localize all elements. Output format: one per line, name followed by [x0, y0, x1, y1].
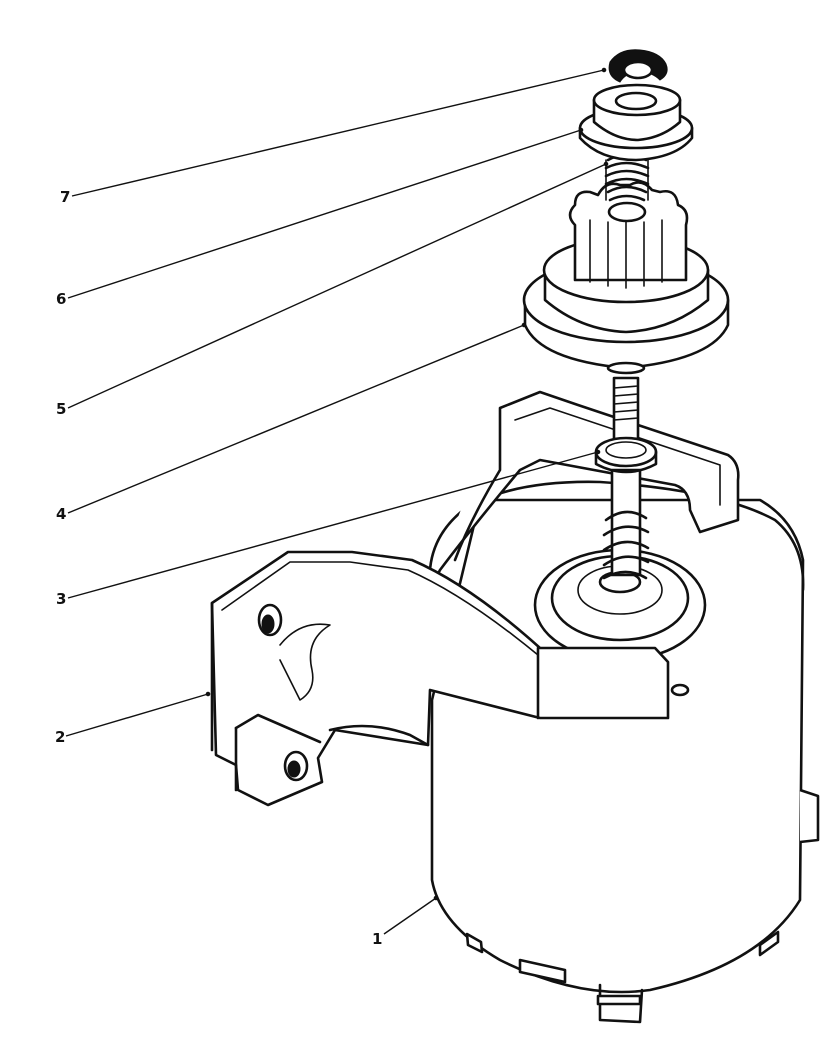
- leader-lines: [65, 67, 609, 935]
- leader-1: [383, 897, 437, 935]
- callout-labels: 1 2 3 4 5 6 7: [55, 188, 382, 948]
- callout-5: 5: [56, 400, 66, 418]
- leader-6: [67, 129, 582, 299]
- spring-retainer: [578, 83, 694, 162]
- leader-2: [65, 693, 209, 737]
- motor-housing: [428, 480, 820, 1024]
- retaining-ring: [608, 49, 668, 83]
- callout-6: 6: [56, 290, 66, 308]
- leader-3: [67, 451, 599, 599]
- callout-3: 3: [56, 590, 66, 608]
- washer: [594, 436, 658, 474]
- leader-7: [71, 69, 605, 197]
- leader-4: [67, 324, 525, 514]
- callout-2: 2: [55, 728, 65, 746]
- callout-1: 1: [372, 930, 382, 948]
- mounting-bracket: [210, 390, 740, 807]
- callout-4: 4: [56, 505, 66, 523]
- armature-shaft: [602, 376, 650, 580]
- callout-7: 7: [60, 188, 70, 206]
- leader-5: [67, 163, 607, 409]
- drive-pinion: [522, 181, 730, 375]
